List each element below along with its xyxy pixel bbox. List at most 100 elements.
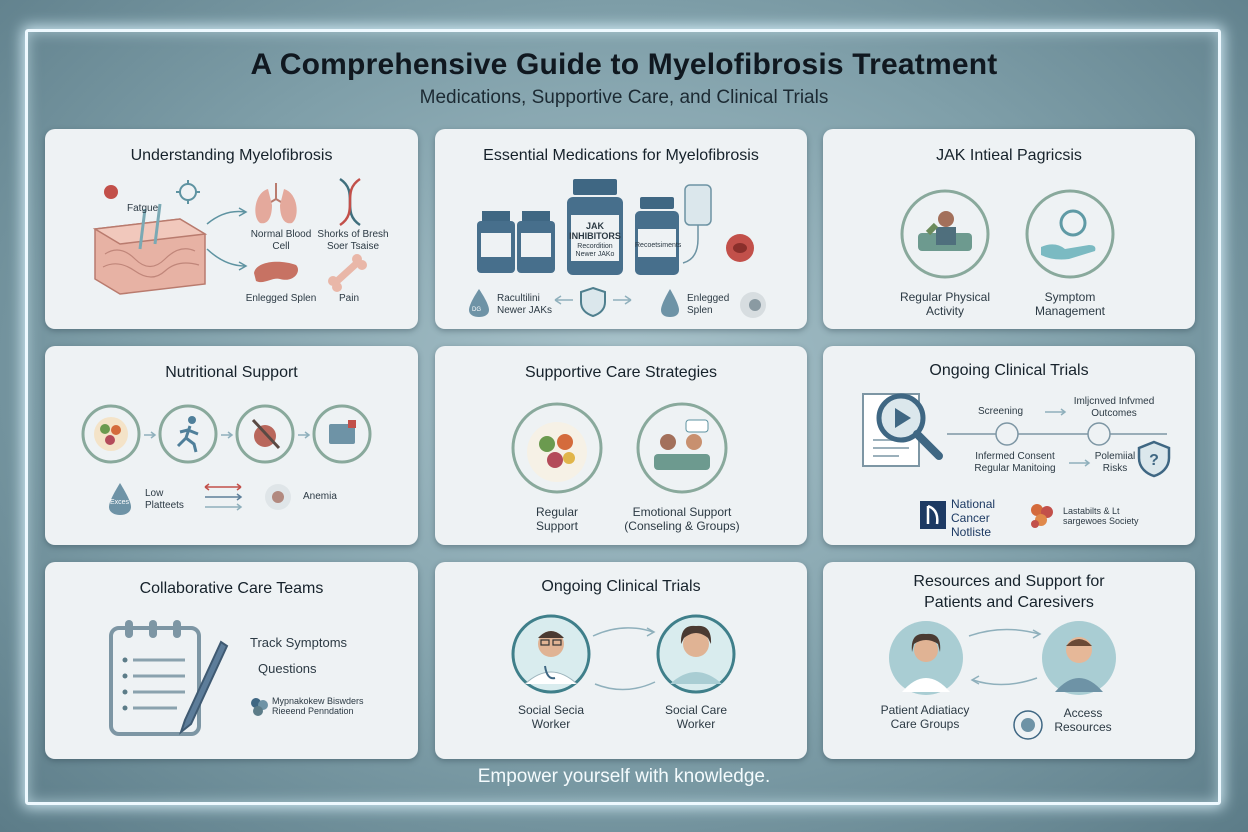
label-newer-jaks: Racultilini Newer JAKs <box>497 293 553 316</box>
arrow-icon <box>1069 459 1091 467</box>
iv-bag-icon <box>682 184 712 264</box>
jak-bottle-label: JAK INHIBITORS <box>569 221 621 242</box>
label-emotional-support: Emotional Support (Conseling & Groups) <box>624 505 740 533</box>
label-pain: Pain <box>338 293 359 304</box>
virus-icon <box>176 180 200 204</box>
panel-title: Essential Medications for Myelofibrosis <box>483 147 759 164</box>
panel-title: Ongoing Clinical Trials <box>541 578 701 595</box>
label-enlarged-spleen: Enlegged Splen <box>245 293 317 304</box>
panel-title: Ongoing Clinical Trials <box>929 362 1089 379</box>
label-enlarged-spleen: Enlegged Splen <box>687 293 730 316</box>
salad-plate-icon <box>511 402 603 494</box>
drop-text: DG <box>472 307 481 313</box>
doctor-avatar-icon <box>889 621 963 695</box>
spleen-icon <box>254 261 299 283</box>
water-drop-icon <box>469 289 489 317</box>
label-physical-activity: Regular Physical Activity <box>899 290 991 318</box>
dna-helix-icon <box>339 177 361 227</box>
label-shortness-of-breath: Shorks of Bresh Soer Tsaise <box>317 229 389 252</box>
document-search-icon <box>862 393 943 467</box>
medicine-bottle-icon <box>517 211 555 273</box>
label-access-resources: Access Resources <box>1054 706 1112 734</box>
right-bottle-label: Recoetsiments <box>635 242 682 249</box>
label-track-symptoms: Track Symptoms <box>250 635 348 650</box>
pill-icon <box>740 292 766 318</box>
footer-tagline: Empower yourself with knowledge. <box>477 766 771 787</box>
panel-jak: JAK Intieal Pagricsis Regular Physical A… <box>823 129 1195 329</box>
label-low-platelets: Low Platteets <box>145 488 184 511</box>
cycle-arrow-icon <box>592 627 656 691</box>
arrow-icon <box>1045 408 1067 416</box>
label-symptom-management: Symptom Management <box>1034 290 1106 318</box>
label-screening: Screening <box>978 406 1024 417</box>
cancer-institute-logo-icon <box>920 501 946 529</box>
panel-trials-top: Ongoing Clinical Trials Screening Imljcn… <box>823 346 1195 545</box>
society-logo-icon <box>1031 504 1053 528</box>
shield-icon <box>554 286 632 318</box>
org-national-cancer: National Cancer Notliste <box>951 497 996 539</box>
page-title: A Comprehensive Guide to Myelofibrosis T… <box>250 48 998 81</box>
panel-title: Supportive Care Strategies <box>524 364 718 381</box>
panel-trials-bottom: Ongoing Clinical Trials Social Secia Wor… <box>435 562 807 759</box>
water-drop-icon <box>109 483 131 515</box>
label-regular-support: Regular Support <box>535 505 579 533</box>
panel-title: JAK Intieal Pagricsis <box>936 147 1082 164</box>
doctor-avatar-icon <box>511 614 591 694</box>
glowing-frame <box>25 29 1221 805</box>
running-person-icon <box>158 404 218 464</box>
org-society: Lastabilts & Lt sargewoes Society <box>1063 506 1139 527</box>
clipboard-checklist-icon <box>109 620 229 736</box>
label-informed-consent: Infermed Consent Regular Manitoing <box>974 451 1056 474</box>
panel-understanding: Understanding Myelofibrosis Fatgue Norma… <box>45 129 418 329</box>
blood-sample-icon <box>265 484 291 510</box>
label-fatigue: Fatgue <box>127 203 159 214</box>
org-foundation: Mypnakokew Biswders Rieeend Penndation <box>272 696 364 717</box>
red-blood-cell-icon <box>726 234 754 262</box>
panel-title: Nutritional Support <box>165 364 298 381</box>
label-patient-groups: Patient Adiatiacy Care Groups <box>880 703 970 731</box>
water-drop-icon <box>661 289 679 317</box>
panel-medications: Essential Medications for Myelofibrosis … <box>435 129 807 329</box>
arrow-icon <box>206 207 248 271</box>
arrow-icon <box>204 483 243 511</box>
label-questions: Questions <box>258 661 317 676</box>
timeline-icon <box>947 422 1167 446</box>
person-on-sofa-icon <box>900 189 990 279</box>
child-avatar-icon <box>1042 621 1116 695</box>
label-social-worker-right: Social Care Worker <box>664 703 728 731</box>
cycle-arrow-icon <box>968 628 1042 686</box>
svg-text:?: ? <box>1149 452 1159 469</box>
drop-text: Exces <box>110 499 130 506</box>
medicine-bottle-icon <box>477 211 515 273</box>
shield-question-icon: ? <box>1137 440 1171 478</box>
jak-inhibitor-bottle-icon <box>567 179 623 275</box>
people-talking-icon <box>636 402 728 494</box>
panel-teams: Collaborative Care Teams Track Symptoms … <box>45 562 418 759</box>
label-social-worker-left: Social Secia Worker <box>517 703 585 731</box>
bone-icon <box>328 254 367 292</box>
hand-care-icon <box>1025 189 1115 279</box>
panel-title: Understanding Myelofibrosis <box>130 147 333 164</box>
lungs-icon <box>255 183 297 224</box>
medical-monitor-icon <box>312 404 372 464</box>
arrow-icon <box>144 431 311 439</box>
medicine-bottle-icon <box>635 197 679 275</box>
no-alcohol-icon <box>235 404 295 464</box>
blood-cell-icon <box>104 185 118 199</box>
page-subtitle: Medications, Supportive Care, and Clinic… <box>419 87 829 108</box>
jak-bottle-sublabel: Recordition Newer JAKo <box>575 243 615 259</box>
label-improved-outcomes: Imljcnved Infvmed Outcomes <box>1073 396 1155 419</box>
foundation-logo-icon <box>251 698 268 716</box>
panel-nutrition: Nutritional Support Exces Low Platteets <box>45 346 418 545</box>
bone-marrow-tissue-icon <box>92 203 208 295</box>
nurse-avatar-icon <box>656 614 736 694</box>
label-anemia: Anemia <box>303 491 337 502</box>
panel-title: Resources and Support for Patients and C… <box>913 573 1105 611</box>
panel-title: Collaborative Care Teams <box>139 580 324 597</box>
healthy-food-bowl-icon <box>81 404 141 464</box>
seal-logo-icon <box>1013 710 1043 740</box>
panel-supportive: Supportive Care Strategies Regular Suppo… <box>435 346 807 545</box>
label-potential-risks: Polemiial Risks <box>1094 451 1136 474</box>
panel-resources: Resources and Support for Patients and C… <box>823 562 1195 759</box>
label-normal-blood-cell: Normal Blood Cell <box>250 229 312 252</box>
